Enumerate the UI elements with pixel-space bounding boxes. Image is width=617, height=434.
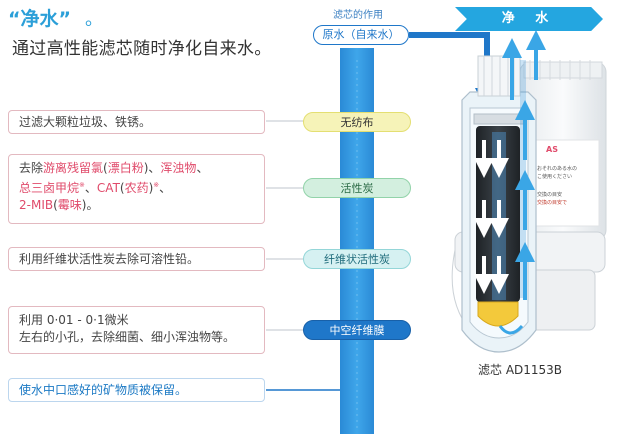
info-box-minerals: 使水中口感好的矿物质被保留。 bbox=[8, 378, 265, 402]
info-box-nonwoven-text: 过滤大颗粒垃圾、铁锈。 bbox=[19, 115, 152, 129]
cartridge-note-2: こ使用ください bbox=[537, 173, 572, 180]
layer-label-hollow-fiber: 中空纤维膜 bbox=[303, 320, 411, 340]
raw-water-label: 原水（自来水） bbox=[313, 25, 409, 45]
filter-cartridge bbox=[451, 55, 607, 353]
info-box-carbon-line3: 2-MIB(霉味)。 bbox=[19, 198, 99, 212]
info-box-carbon-line1: 去除游离残留氯(漂白粉)、浑浊物、 bbox=[19, 161, 209, 175]
info-box-hollow-line2: 左右的小孔，去除细菌、细小浑浊物等。 bbox=[19, 330, 236, 344]
inner-flow-arrows bbox=[474, 140, 509, 294]
layer-label-nonwoven: 无纺布 bbox=[303, 112, 411, 132]
layer-label-fibrous-carbon: 纤维状活性炭 bbox=[303, 249, 411, 269]
page-subtitle: 通过高性能滤芯随时净化自来水。 bbox=[12, 39, 272, 59]
info-box-activated-carbon: 去除游离残留氯(漂白粉)、浑浊物、 总三卤甲烷※、CAT(农药)※、 2-MIB… bbox=[8, 154, 265, 224]
cartridge-note-4: 交換の目安で bbox=[537, 199, 567, 206]
pure-water-label: 净 水 bbox=[455, 7, 603, 31]
filter-model-label: 滤芯 AD1153B bbox=[478, 363, 563, 377]
cartridge-note-3: 交換の目安 bbox=[537, 191, 562, 198]
title-text: “净水” bbox=[8, 8, 71, 30]
filter-role-caption: 滤芯的作用 bbox=[333, 10, 383, 21]
info-box-fibrous-text: 利用纤维状活性炭去除可溶性铅。 bbox=[19, 252, 200, 266]
info-box-hollow-fiber: 利用 0·01 - 0·1微米 左右的小孔，去除细菌、细小浑浊物等。 bbox=[8, 306, 265, 354]
connector-lines bbox=[266, 120, 340, 331]
cartridge-note-1: おそれのある水の bbox=[537, 165, 577, 172]
info-box-hollow-line1: 利用 0·01 - 0·1微米 bbox=[19, 313, 129, 327]
info-box-fibrous-carbon: 利用纤维状活性炭去除可溶性铅。 bbox=[8, 247, 265, 271]
info-box-carbon-line2: 总三卤甲烷※、CAT(农药)※、 bbox=[19, 181, 172, 195]
layer-label-activated-carbon: 活性炭 bbox=[303, 178, 411, 198]
pure-water-flow-arrows bbox=[502, 30, 546, 300]
raw-water-flow-arrow bbox=[409, 32, 499, 112]
title-mark: 。 bbox=[84, 9, 103, 30]
info-box-minerals-text: 使水中口感好的矿物质被保留。 bbox=[19, 383, 188, 397]
cartridge-brand-text: AS bbox=[546, 145, 558, 154]
page-title: “净水” 。 bbox=[8, 4, 103, 31]
info-box-nonwoven: 过滤大颗粒垃圾、铁锈。 bbox=[8, 110, 265, 134]
